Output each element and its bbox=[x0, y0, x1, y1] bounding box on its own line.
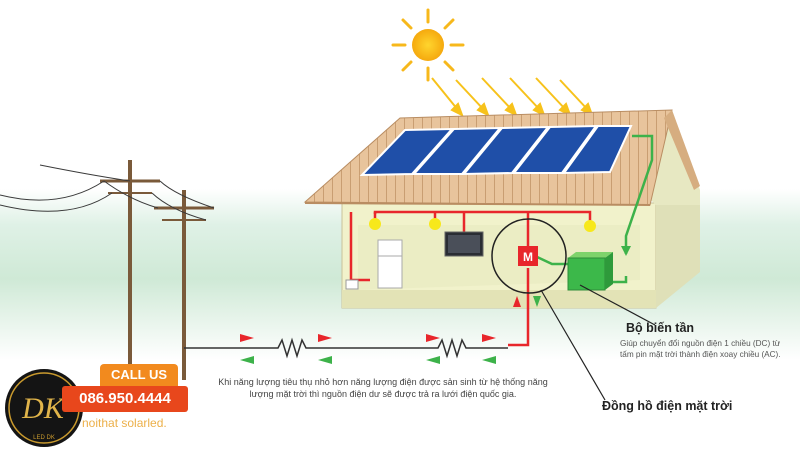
solar-panels bbox=[359, 124, 633, 177]
grid-line bbox=[184, 337, 508, 359]
phone-number[interactable]: 086.950.4444 bbox=[62, 386, 188, 412]
logo-sub: LED DK bbox=[33, 435, 55, 441]
meter-circle bbox=[491, 218, 567, 294]
meter-symbol: M bbox=[523, 250, 533, 264]
inverter-box bbox=[567, 252, 613, 291]
sun-icon bbox=[391, 8, 465, 82]
tv-icon bbox=[444, 231, 484, 257]
call-us-label[interactable]: CALL US bbox=[100, 364, 178, 386]
power-cables bbox=[0, 164, 215, 221]
up-arrow-icon bbox=[513, 296, 521, 307]
brand-name: noithat solarled. bbox=[82, 416, 167, 430]
down-arrow-icon bbox=[533, 296, 541, 307]
surplus-note: Khi năng lượng tiêu thụ nhỏ hơn năng lượ… bbox=[218, 377, 548, 399]
fridge-icon bbox=[377, 239, 403, 289]
flow-arrow-icon bbox=[240, 334, 496, 364]
socket-icon bbox=[345, 279, 359, 290]
logo-initials: DK bbox=[21, 392, 66, 425]
inverter-title: Bộ biến tần bbox=[626, 321, 695, 335]
inverter-pointer bbox=[579, 284, 656, 326]
inverter-description: Giúp chuyển đổi nguồn điện 1 chiều (DC) … bbox=[620, 339, 781, 359]
meter-pointer bbox=[540, 289, 606, 401]
green-arrow bbox=[621, 246, 631, 256]
light-bulb-icon bbox=[369, 218, 596, 232]
sun-rays bbox=[431, 77, 594, 118]
meter-title: Đồng hồ điện mặt trời bbox=[602, 399, 733, 413]
